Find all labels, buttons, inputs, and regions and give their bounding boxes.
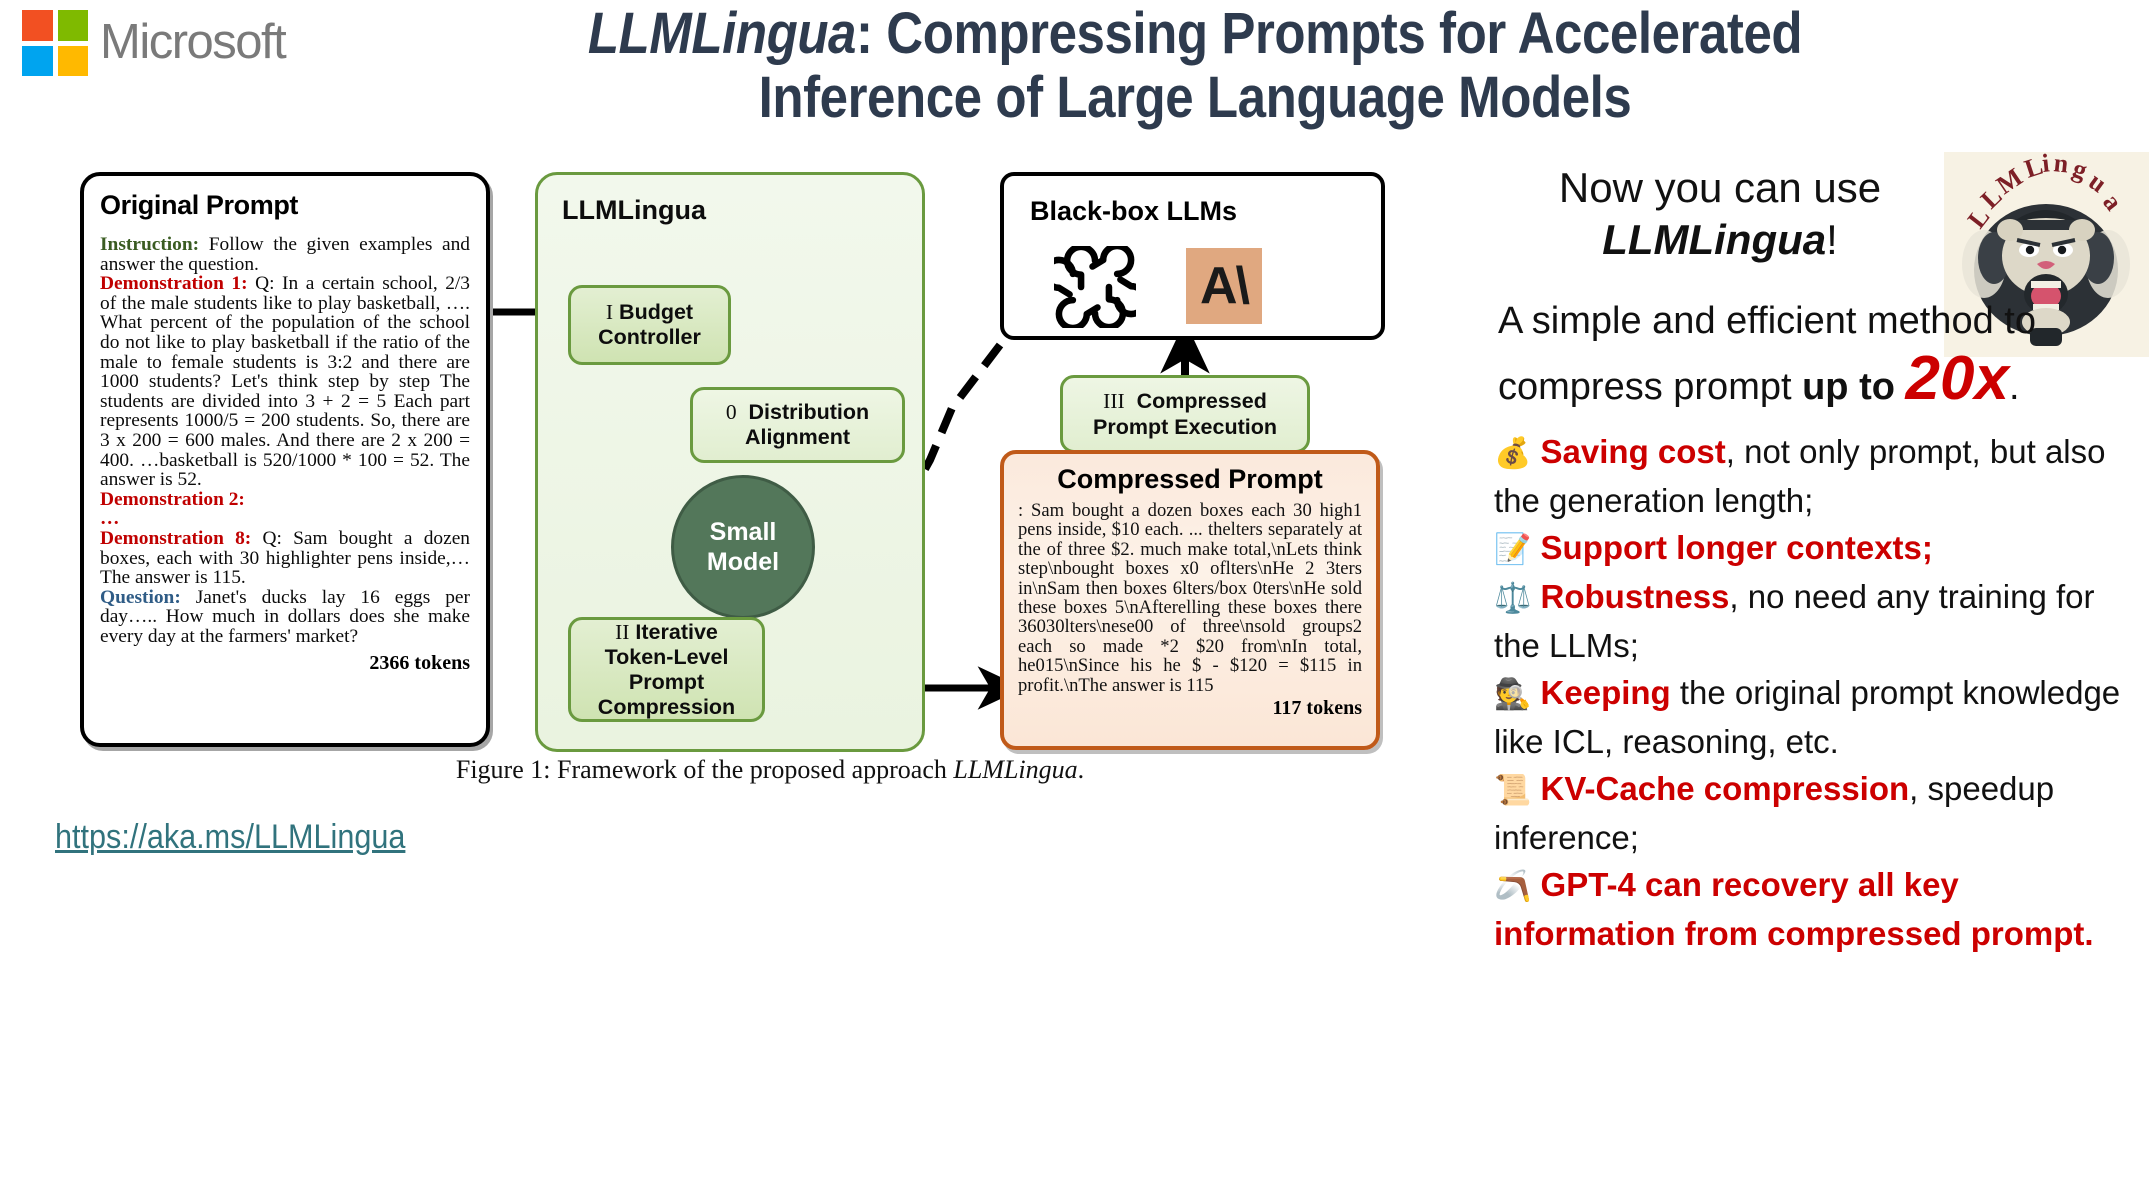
original-prompt-card: Original Prompt Instruction: Follow the … xyxy=(80,172,490,747)
boomerang-icon: 🪃 xyxy=(1494,870,1532,903)
scroll-icon: 📜 xyxy=(1494,774,1532,807)
list-item: 🪃 GPT-4 can recovery all key information… xyxy=(1494,861,2149,957)
bullet-2-highlight: Robustness xyxy=(1540,578,1730,615)
bullet-0-rest: , not only prompt, but also the generati… xyxy=(1494,433,2106,519)
method-bold: up to xyxy=(1802,366,1906,408)
bullet-4-rest: , speedup inference; xyxy=(1494,770,2055,856)
list-item: ⚖️ Robustness, no need any training for … xyxy=(1494,573,2149,669)
anthropic-glyph: A\ xyxy=(1200,257,1250,315)
project-link[interactable]: https://aka.ms/LLMLingua xyxy=(55,818,406,856)
bullet-5-highlight: GPT-4 can recovery all key information f… xyxy=(1494,866,2094,952)
budget-controller-box[interactable]: I Budget Controller xyxy=(568,285,731,365)
framework-figure: Original Prompt Instruction: Follow the … xyxy=(0,160,1480,1202)
question-text: Janet's ducks lay 16 eggs per day….. How… xyxy=(100,586,470,647)
demo8-text: Q: Sam bought a dozen boxes, each with 3… xyxy=(100,527,470,589)
feature-bullet-list: 💰 Saving cost, not only prompt, but also… xyxy=(1494,428,2149,957)
distribution-alignment-box[interactable]: 0 Distribution Alignment xyxy=(690,387,905,463)
llmlingua-title: LLMLingua xyxy=(562,195,706,225)
list-item: 📝 Support longer contexts; xyxy=(1494,524,2149,573)
money-bag-icon: 💰 xyxy=(1494,437,1532,470)
svg-text:i: i xyxy=(2041,152,2051,178)
small-model-node[interactable]: Small Model xyxy=(671,475,815,619)
detective-icon: 🕵️ xyxy=(1494,678,1532,711)
method-prefix: A simple and efficient method to compres… xyxy=(1498,300,2036,408)
iterative-compression-box[interactable]: II Iterative Token-Level Prompt Compress… xyxy=(568,617,765,722)
bullet-1-highlight: Support longer contexts; xyxy=(1540,529,1933,566)
title-emphasis: LLMLingua xyxy=(587,1,857,66)
caption-prefix: Figure 1: Framework of the proposed appr… xyxy=(455,755,954,784)
bullet-4-highlight: KV-Cache compression xyxy=(1540,770,1910,807)
budget-label: Budget Controller xyxy=(598,300,701,349)
compression-ratio-badge: 20x xyxy=(1905,344,2009,413)
original-prompt-title: Original Prompt xyxy=(100,190,299,220)
bullet-3-rest: the original prompt knowledge like ICL, … xyxy=(1494,674,2121,760)
now-line-1: Now you can use xyxy=(1558,164,1882,211)
demo1-text: Q: In a certain school, 2/3 of the male … xyxy=(100,273,471,491)
microsoft-wordmark: Microsoft xyxy=(100,15,287,69)
microsoft-logo-icon xyxy=(22,10,88,76)
figure-caption: Figure 1: Framework of the proposed appr… xyxy=(180,755,1360,785)
iter-label: Iterative Token-Level Prompt Compression xyxy=(597,619,736,719)
demo2-ellipsis: … xyxy=(100,508,120,530)
method-suffix: . xyxy=(2008,366,2020,408)
budget-numeral: I xyxy=(605,300,614,324)
openai-logo-icon xyxy=(1054,246,1136,328)
list-item: 💰 Saving cost, not only prompt, but also… xyxy=(1494,428,2149,524)
title-line-2: Inference of Large Language Models xyxy=(758,65,1632,130)
compressed-prompt-body: : Sam bought a dozen boxes each 30 high1… xyxy=(1018,500,1362,696)
balance-scale-icon: ⚖️ xyxy=(1494,582,1532,615)
instruction-tag: Instruction: xyxy=(100,234,200,255)
question-tag: Question: xyxy=(100,586,181,608)
now-you-can-use-heading: Now you can use LLMLingua! xyxy=(1510,162,1930,266)
exec-numeral: III xyxy=(1103,389,1125,413)
memo-icon: 📝 xyxy=(1494,533,1532,566)
page-title: LLMLingua: Compressing Prompts for Accel… xyxy=(300,2,2090,130)
page-header: Microsoft LLMLingua: Compressing Prompts… xyxy=(0,0,2149,170)
small-model-line-2: Model xyxy=(706,548,780,576)
llmlingua-card: LLMLingua I Budget Controller 0 Distribu… xyxy=(535,172,925,752)
bullet-2-rest: , no need any training for the LLMs; xyxy=(1494,578,2095,664)
right-panel: L L M L i n g u a Now you can use LLMLin… xyxy=(1490,150,2149,1202)
original-prompt-body: Instruction: Follow the given examples a… xyxy=(100,234,471,647)
iter-numeral: II xyxy=(615,619,630,644)
bullet-0-highlight: Saving cost xyxy=(1540,433,1726,470)
caption-suffix: . xyxy=(1077,755,1085,784)
demo2-tag: Demonstration 2: xyxy=(100,488,245,510)
method-summary: A simple and efficient method to compres… xyxy=(1498,288,2148,420)
anthropic-logo-icon: A\ xyxy=(1186,248,1262,324)
dist-numeral: 0 xyxy=(725,400,737,424)
demo8-tag: Demonstration 8: xyxy=(100,527,252,549)
svg-text:n: n xyxy=(2052,152,2070,179)
blackbox-llms-title: Black-box LLMs xyxy=(1030,196,1238,226)
exec-label: Compressed Prompt Execution xyxy=(1093,389,1277,439)
original-token-count: 2366 tokens xyxy=(369,652,470,675)
compressed-prompt-title: Compressed Prompt xyxy=(1057,464,1323,494)
demo1-tag: Demonstration 1: xyxy=(100,273,248,295)
compressed-prompt-card: Compressed Prompt : Sam bought a dozen b… xyxy=(1000,450,1380,750)
now-bang: ! xyxy=(1826,216,1838,263)
llmlingua-lion-logo: L L M L i n g u a xyxy=(1944,152,2149,357)
instruction-text: Follow the given examples and answer the… xyxy=(100,234,470,275)
dist-label: Distribution Alignment xyxy=(744,400,870,449)
list-item: 📜 KV-Cache compression, speedup inferenc… xyxy=(1494,765,2149,861)
title-rest: : Compressing Prompts for Accelerated xyxy=(856,1,1803,66)
now-emphasis: LLMLingua xyxy=(1602,216,1827,263)
list-item: 🕵️ Keeping the original prompt knowledge… xyxy=(1494,669,2149,765)
bullet-3-highlight: Keeping xyxy=(1540,674,1671,711)
compressed-token-count: 117 tokens xyxy=(1272,697,1362,720)
compressed-prompt-execution-box[interactable]: III Compressed Prompt Execution xyxy=(1060,375,1310,453)
caption-emphasis: LLMLingua xyxy=(953,755,1078,784)
blackbox-llms-card: Black-box LLMs A\ xyxy=(1000,172,1385,340)
small-model-line-1: Small xyxy=(709,518,777,546)
